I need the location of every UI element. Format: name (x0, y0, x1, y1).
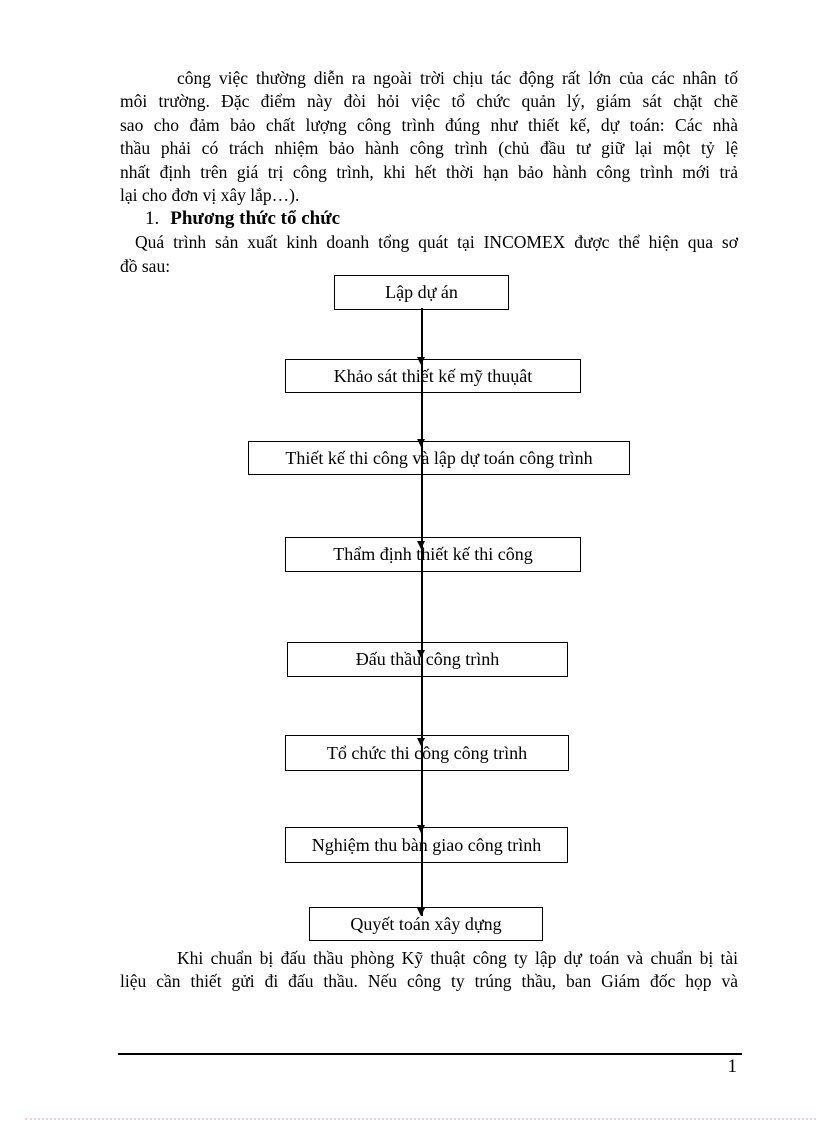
text-line: liệu cần thiết gửi đi đấu thầu. Nếu công… (120, 971, 738, 992)
heading-number: 1. (145, 208, 160, 230)
text-line: Khi chuẩn bị đấu thầu phòng Kỹ thuật côn… (177, 948, 738, 968)
flow-box-nghiem-thu: Nghiệm thu bàn giao công trình (285, 827, 568, 863)
text-line: công việc thường diễn ra ngoài trời chịu… (177, 68, 738, 88)
text-line: thầu phải có trách nhiệm bảo hành công t… (120, 138, 738, 159)
flow-box-to-chuc-thi-cong: Tổ chức thi công công trình (285, 735, 569, 771)
text-line: nhất định trên giá trị công trình, khi h… (120, 161, 738, 182)
flow-box-label: Nghiệm thu bàn giao công trình (311, 834, 542, 855)
arrow-down-icon (417, 541, 425, 549)
arrow-down-icon (417, 738, 425, 746)
page-boundary-marker (25, 1118, 816, 1120)
footer-divider (118, 1053, 742, 1055)
flow-box-lap-du-an: Lập dự án (334, 275, 509, 310)
flow-box-khao-sat-thiet-ke: Khảo sát thiết kế mỹ thuụât (285, 359, 581, 393)
arrow-down-icon (417, 650, 425, 658)
arrow-down-icon (417, 357, 425, 365)
text-line: lại cho đơn vị xây lắp…). (120, 184, 300, 205)
flow-box-quyet-toan: Quyết toán xây dựng (309, 907, 543, 941)
page-number: 1 (727, 1056, 738, 1077)
flow-box-label: Quyết toán xây dựng (350, 913, 502, 934)
arrow-down-icon (417, 439, 425, 447)
flow-box-label: Khảo sát thiết kế mỹ thuụât (333, 365, 533, 386)
flow-box-thiet-ke-thi-cong: Thiết kế thi công và lập dự toán công tr… (248, 441, 630, 475)
text-line: Quá trình sản xuất kinh doanh tổng quát … (135, 232, 738, 253)
section-heading: 1. Phương thức tổ chức (120, 207, 738, 231)
flow-box-label: Thiết kế thi công và lập dự toán công tr… (285, 447, 593, 468)
flow-box-label: Tổ chức thi công công trình (326, 742, 528, 763)
body-text: công việc thường diễn ra ngoài trời chịu… (120, 67, 738, 278)
flow-box-label: Đấu thầu công trình (355, 649, 500, 669)
heading-text: Phương thức tổ chức (170, 208, 341, 230)
flow-connector-line (421, 308, 423, 916)
text-line: môi trường. Đặc điểm này đòi hỏi việc tổ… (120, 91, 738, 112)
flow-box-label: Lập dự án (385, 282, 458, 302)
flow-box-label: Thẩm định thiết kế thi công (333, 544, 533, 564)
text-line: sao cho đảm bảo chất lượng công trình đú… (120, 114, 738, 135)
text-line: đồ sau: (120, 255, 171, 276)
arrow-down-icon (417, 825, 425, 833)
paragraph-bidding: Khi chuẩn bị đấu thầu phòng Kỹ thuật côn… (120, 947, 738, 994)
flow-box-tham-dinh: Thẩm định thiết kế thi công (285, 537, 581, 572)
flow-box-dau-thau: Đấu thầu công trình (287, 642, 568, 677)
arrow-down-icon (417, 908, 425, 916)
